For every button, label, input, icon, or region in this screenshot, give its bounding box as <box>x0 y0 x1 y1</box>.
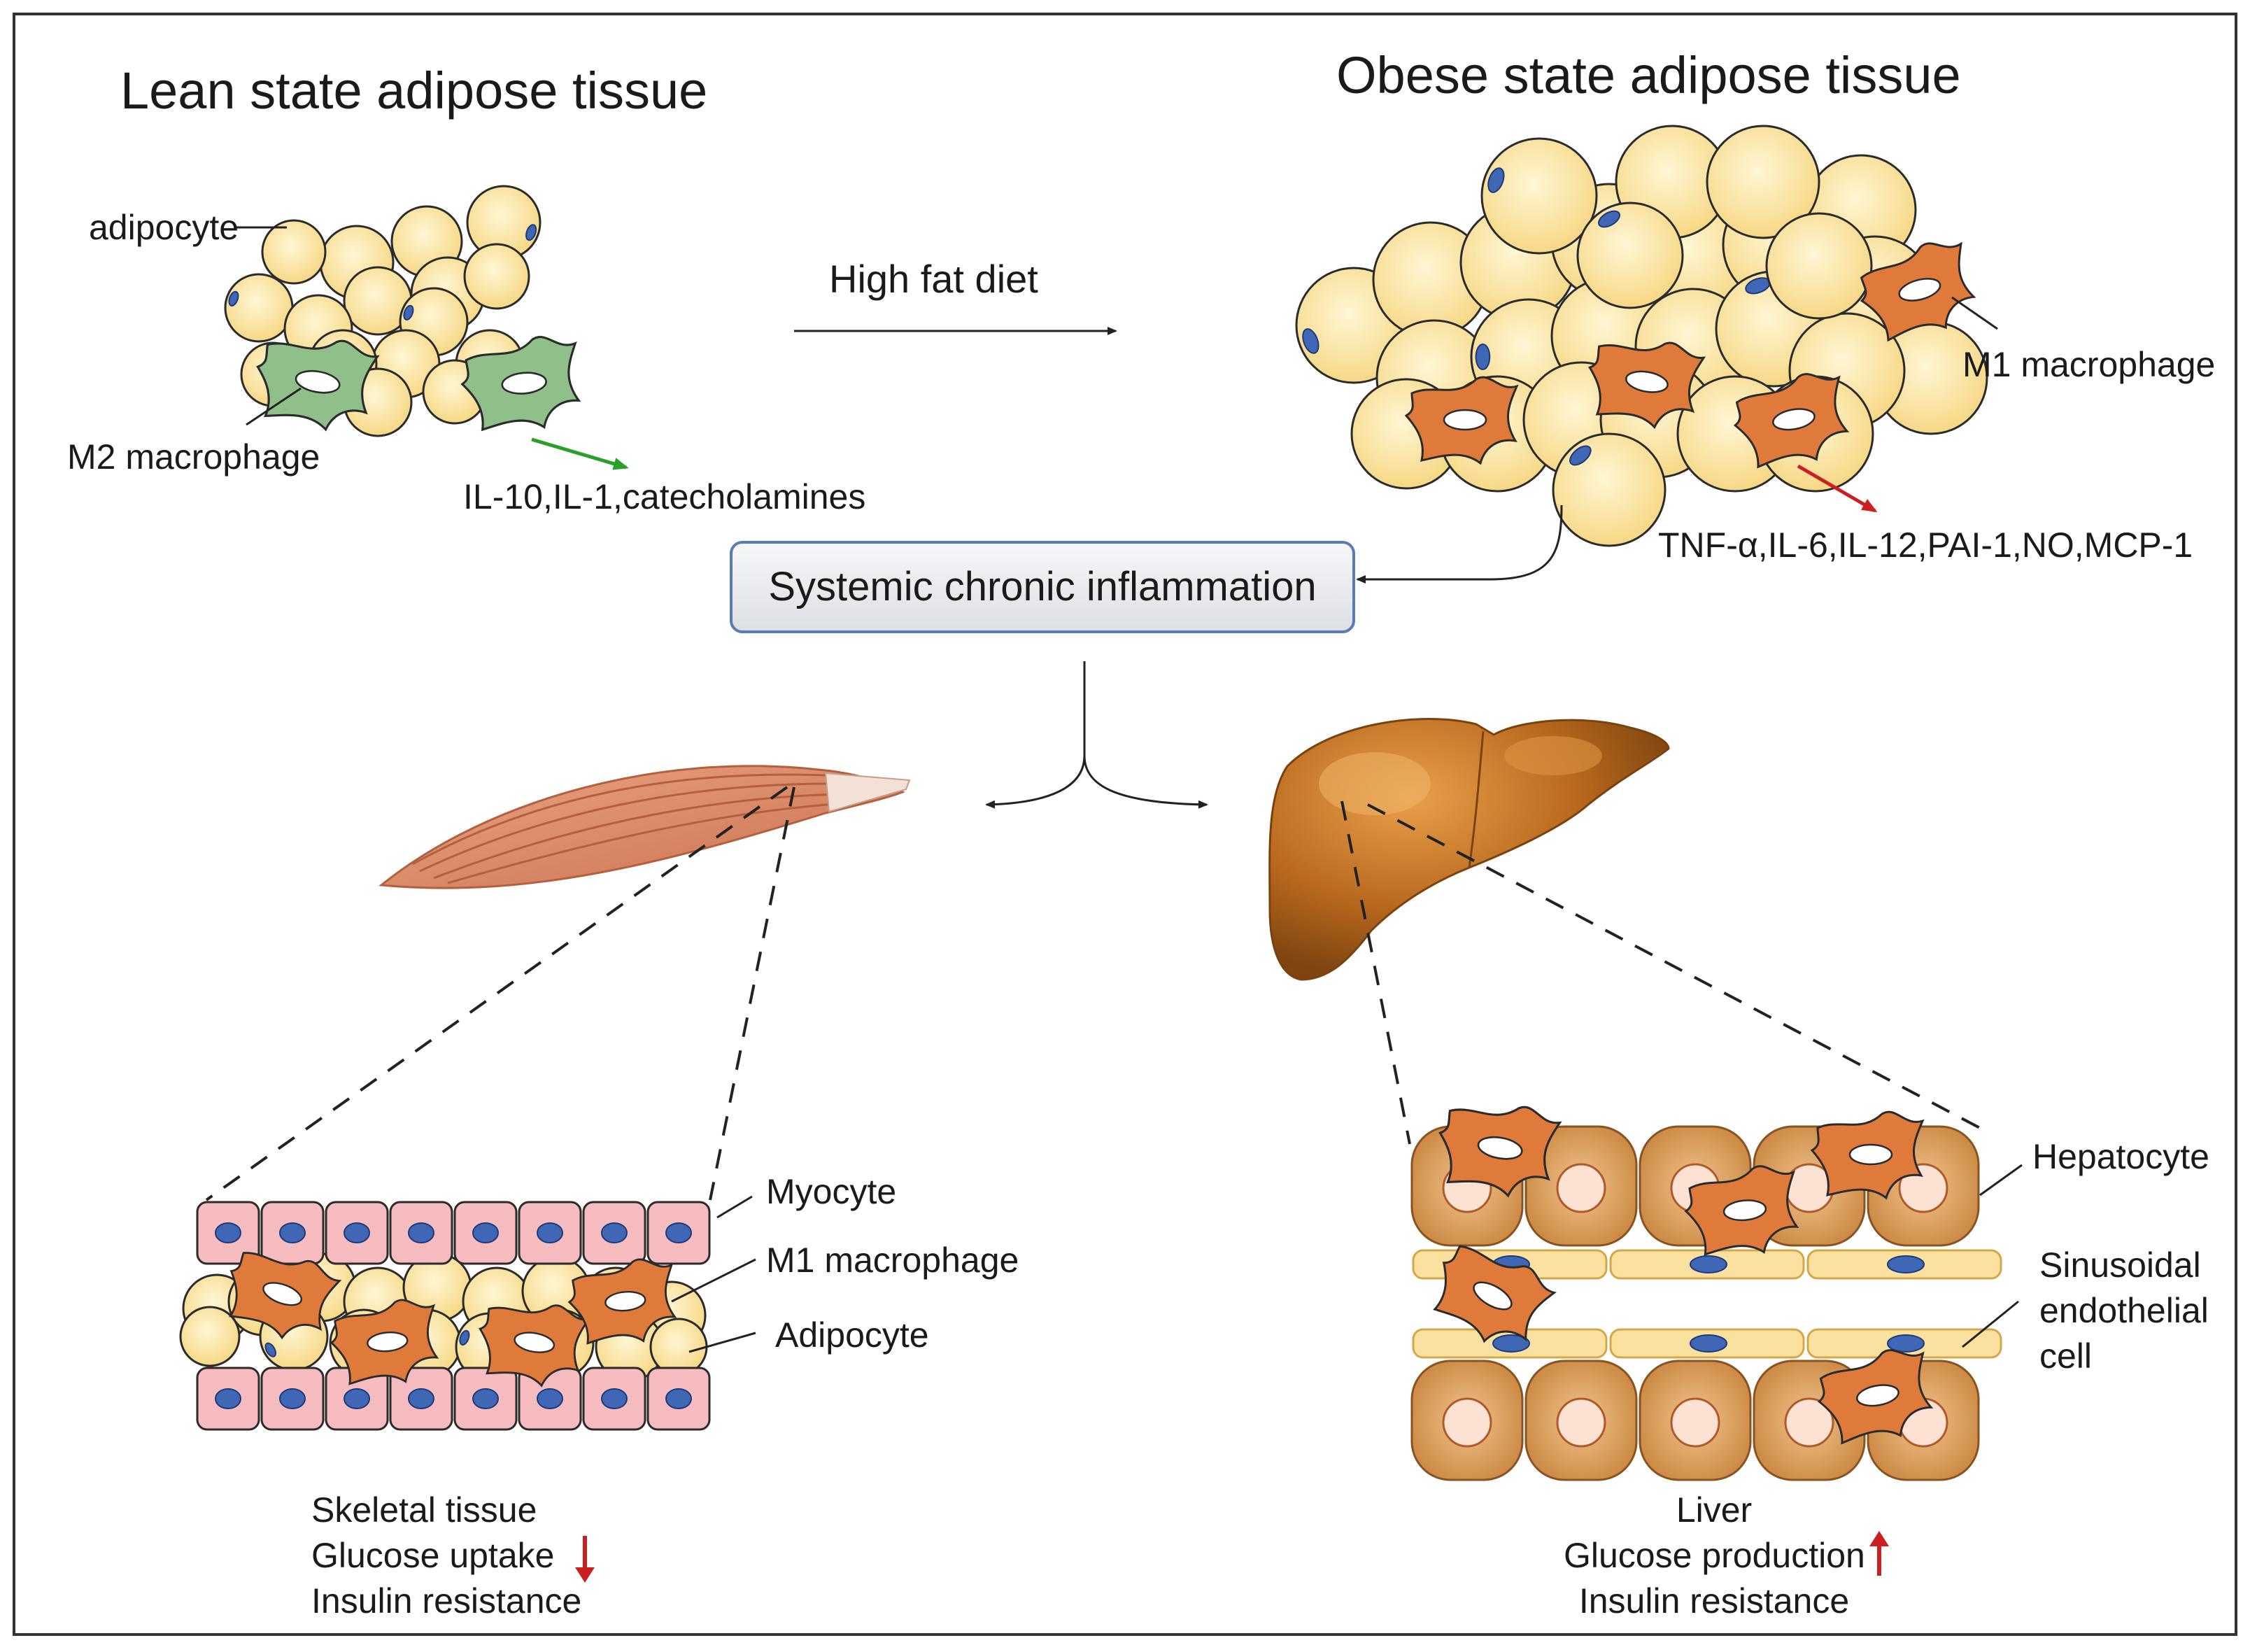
myocyte <box>518 1201 582 1265</box>
skeletal-caption-2: Glucose uptake <box>311 1536 554 1575</box>
adipocyte-cell <box>1576 202 1684 309</box>
myocyte <box>325 1367 389 1431</box>
adipocyte-cell <box>649 1318 708 1376</box>
myocyte <box>646 1367 711 1431</box>
glucose-up-arrow <box>1869 1531 1889 1576</box>
muscle-zoom-line-left <box>205 786 788 1201</box>
adipocyte-cell <box>1706 125 1820 239</box>
high-fat-diet-label: High fat diet <box>829 257 1038 301</box>
glucose-down-arrow <box>575 1536 595 1583</box>
myocyte <box>196 1201 260 1265</box>
adipocyte-cell <box>1480 137 1598 255</box>
endothelial-leader-line <box>1962 1300 2019 1348</box>
adipocyte-cell <box>463 243 530 310</box>
myocyte-leader-line <box>716 1195 753 1219</box>
skeletal-caption-1: Skeletal tissue <box>311 1490 537 1530</box>
hepatocyte-leader-line <box>1979 1164 2023 1196</box>
lean-title: Lean state adipose tissue <box>120 62 707 120</box>
endothelial-label-3: cell <box>2039 1336 2092 1376</box>
myocyte <box>389 1367 453 1431</box>
adipocyte-cell <box>224 273 294 343</box>
hepatocyte <box>1524 1360 1638 1481</box>
hepatocyte-label: Hepatocyte <box>2032 1137 2209 1176</box>
endothelial-cell <box>1609 1249 1805 1280</box>
myocyte <box>453 1201 518 1265</box>
endothelial-cell <box>1609 1328 1805 1359</box>
red-arrow <box>1797 464 1878 513</box>
adipocyte-cell <box>1765 212 1873 320</box>
muscle-m1-macrophage-label: M1 macrophage <box>766 1241 1019 1280</box>
myocyte <box>582 1201 646 1265</box>
lean-adipose-cluster <box>224 185 583 437</box>
skeletal-caption-3: Insulin resistance <box>311 1581 581 1621</box>
lean-secretions: IL-10,IL-1,catecholamines <box>463 477 865 516</box>
liver-zoom-line-left <box>1340 800 1411 1145</box>
myocyte <box>260 1201 325 1265</box>
hepatocyte <box>1639 1360 1752 1481</box>
obese-to-inflammation-arrow <box>1356 504 1563 584</box>
adipocyte-label: adipocyte <box>89 208 239 247</box>
liver-zoom-line-right <box>1367 803 1991 1135</box>
endothelial-cell <box>1806 1249 2002 1280</box>
liver-organ <box>1268 718 1670 981</box>
liver-caption-2: Glucose production <box>1564 1536 1865 1575</box>
m2-leader-line <box>246 387 302 426</box>
myocyte <box>260 1367 325 1431</box>
myocyte <box>582 1367 646 1431</box>
myocyte-label: Myocyte <box>766 1172 896 1211</box>
obese-secretions: TNF-α,IL-6,IL-12,PAI-1,NO,MCP-1 <box>1658 525 2193 565</box>
adipocyte-cell <box>261 219 327 285</box>
m2-macrophage-label: M2 macrophage <box>67 437 320 476</box>
muscle-tissue-section <box>179 1201 711 1431</box>
split-arrows <box>985 661 1208 809</box>
myocyte <box>389 1201 453 1265</box>
obese-adipose-cluster <box>1295 125 1988 547</box>
adipocyte-cell <box>179 1306 241 1367</box>
endothelial-label-1: Sinusoidal <box>2039 1245 2201 1285</box>
adipocyte-cell <box>466 185 542 260</box>
muscle-adipocyte-leader-line <box>688 1332 756 1353</box>
m1-leader-line <box>1951 296 1998 330</box>
obese-m1-macrophage-label: M1 macrophage <box>1962 345 2215 384</box>
muscle-zoom-line-right <box>709 786 795 1201</box>
hepatocyte <box>1410 1360 1524 1481</box>
myocyte <box>325 1201 389 1265</box>
inflammation-box-label: Systemic chronic inflammation <box>768 564 1316 609</box>
myocyte <box>453 1367 518 1431</box>
endothelial-cell <box>1412 1328 1608 1359</box>
muscle-m1-leader-line <box>671 1258 756 1303</box>
hepatocyte <box>1524 1125 1638 1247</box>
endothelial-label-2: endothelial <box>2039 1291 2209 1330</box>
obese-title: Obese state adipose tissue <box>1336 46 1961 104</box>
muscle-adipocyte-label: Adipocyte <box>775 1315 929 1355</box>
endothelial-cell <box>1806 1328 2002 1359</box>
adipocyte-cell <box>1552 432 1667 547</box>
liver-caption-1: Liver <box>1676 1490 1752 1530</box>
liver-tissue-section <box>1410 1092 2002 1481</box>
green-arrow <box>531 437 629 470</box>
skeletal-muscle <box>378 765 911 889</box>
figure-frame <box>13 13 2237 1636</box>
myocyte <box>646 1201 711 1265</box>
liver-caption-3: Insulin resistance <box>1579 1581 1849 1621</box>
inflammation-box <box>730 541 1355 633</box>
myocyte <box>196 1367 260 1431</box>
